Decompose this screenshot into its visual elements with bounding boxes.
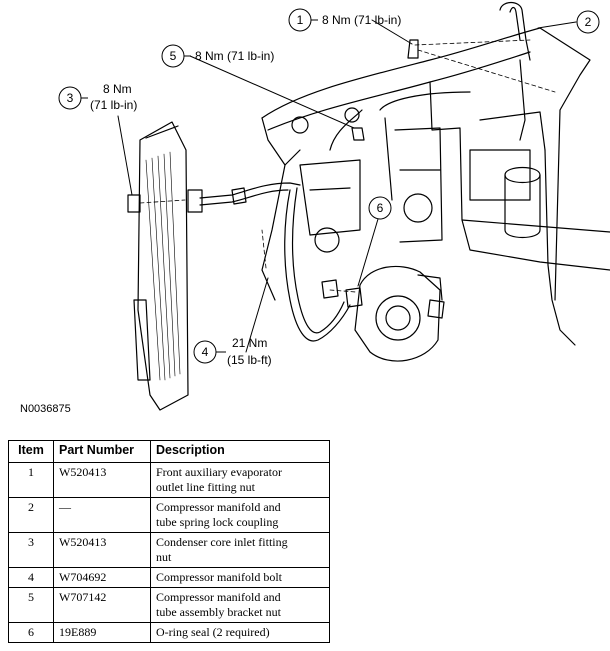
row-item: 3 — [8, 532, 54, 568]
row-item: 2 — [8, 497, 54, 533]
row-description-line: tube spring lock coupling — [156, 515, 279, 529]
figure-id: N0036875 — [20, 403, 71, 415]
header-item: Item — [8, 440, 54, 463]
callout-1-number: 1 — [297, 13, 304, 27]
row-part-number: W707142 — [53, 587, 151, 623]
table-row: 4 W704692 Compressor manifold bolt — [8, 567, 330, 588]
callout-5-number: 5 — [170, 49, 177, 63]
row-item: 1 — [8, 462, 54, 498]
engine-compartment-drawing — [261, 27, 610, 346]
callout-4-torque-nm: 21 Nm — [232, 336, 267, 350]
parts-table: Item Part Number Description 1 W520413 F… — [8, 440, 330, 643]
row-description-line: nut — [156, 550, 172, 564]
callout-4: 4 21 Nm (15 lb-ft) — [193, 336, 272, 367]
row-description-line: Compressor manifold and — [156, 500, 281, 514]
callout-5: 5 8 Nm (71 lb-in) — [161, 44, 274, 68]
callout-2-number: 2 — [585, 15, 592, 29]
refrigerant-lines-drawing — [187, 1, 531, 342]
parts-table-header: Item Part Number Description — [8, 440, 330, 463]
compressor-drawing — [321, 265, 445, 362]
row-description-line: outlet line fitting nut — [156, 480, 255, 494]
callout-1: 1 8 Nm (71 lb-in) — [288, 8, 401, 32]
row-description: Compressor manifold bolt — [150, 567, 330, 588]
row-part-number: 19E889 — [53, 622, 151, 643]
row-item: 6 — [8, 622, 54, 643]
row-description-line: Compressor manifold and — [156, 590, 281, 604]
header-part-number: Part Number — [53, 440, 151, 463]
table-row: 6 19E889 O-ring seal (2 required) — [8, 622, 330, 643]
row-part-number: W520413 — [53, 462, 151, 498]
header-description: Description — [150, 440, 330, 463]
row-description-line: Compressor manifold bolt — [156, 570, 282, 584]
row-description-line: O-ring seal (2 required) — [156, 625, 270, 639]
exploded-view-diagram: 1 8 Nm (71 lb-in) 2 3 8 Nm (71 lb-in) 4 … — [20, 1, 610, 415]
callout-2: 2 — [576, 10, 600, 34]
callout-6: 6 — [368, 196, 392, 220]
row-description-line: Front auxiliary evaporator — [156, 465, 282, 479]
callout-3: 3 8 Nm (71 lb-in) — [58, 82, 137, 112]
callout-3-number: 3 — [67, 91, 74, 105]
row-part-number: W704692 — [53, 567, 151, 588]
callout-3-torque-lbin: (71 lb-in) — [90, 98, 137, 112]
row-part-number: — — [53, 497, 151, 533]
row-part-number: W520413 — [53, 532, 151, 568]
row-description-line: tube assembly bracket nut — [156, 605, 281, 619]
row-description-line: Condenser core inlet fitting — [156, 535, 288, 549]
leader-lines — [139, 39, 556, 293]
callout-4-torque-lbft: (15 lb-ft) — [227, 353, 272, 367]
condenser-core-drawing — [127, 121, 189, 411]
callout-1-torque: 8 Nm (71 lb-in) — [322, 13, 401, 27]
row-description: O-ring seal (2 required) — [150, 622, 330, 643]
callout-5-torque: 8 Nm (71 lb-in) — [195, 49, 274, 63]
callout-4-number: 4 — [202, 345, 209, 359]
callout-arrows — [117, 19, 577, 353]
callout-3-torque-nm: 8 Nm — [103, 82, 132, 96]
row-item: 5 — [8, 587, 54, 623]
row-item: 4 — [8, 567, 54, 588]
callout-6-number: 6 — [377, 201, 384, 215]
